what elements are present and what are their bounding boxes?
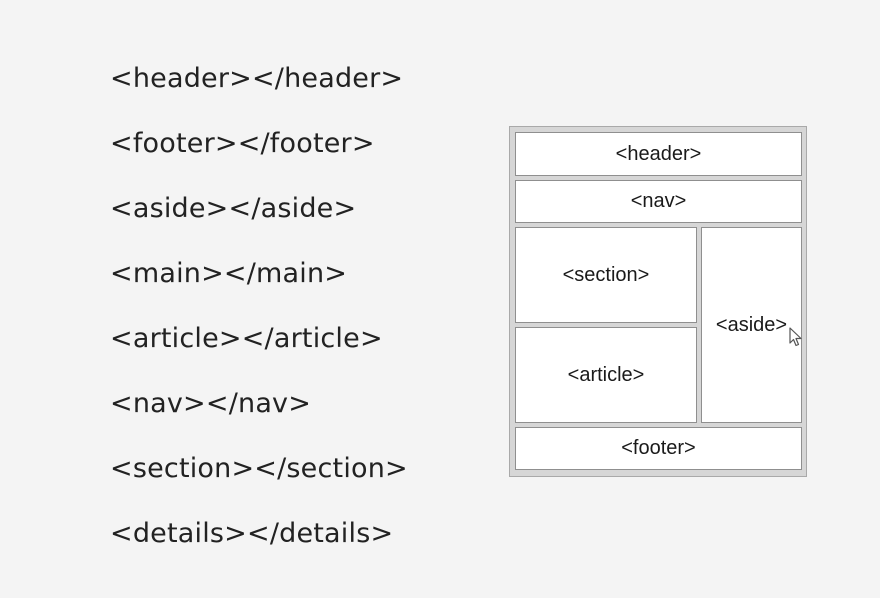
layout-box-nav: <nav> (515, 180, 802, 223)
mouse-pointer-icon (789, 327, 802, 347)
tag-line-footer: <footer></footer> (110, 128, 375, 159)
tag-line-article: <article></article> (110, 323, 383, 354)
semantic-tag-list: <header></header> <footer></footer> <asi… (110, 55, 408, 575)
tag-line-section: <section></section> (110, 453, 408, 484)
layout-box-footer: <footer> (515, 427, 802, 470)
page-layout-diagram: <header> <nav> <section> <article> <asid… (509, 126, 807, 477)
tag-line-main: <main></main> (110, 258, 348, 289)
layout-box-header: <header> (515, 132, 802, 176)
layout-box-article: <article> (515, 327, 697, 423)
tag-line-aside: <aside></aside> (110, 193, 357, 224)
layout-box-aside: <aside> (701, 227, 802, 423)
tag-line-details: <details></details> (110, 518, 394, 549)
layout-box-section: <section> (515, 227, 697, 323)
tag-line-header: <header></header> (110, 63, 404, 94)
tag-line-nav: <nav></nav> (110, 388, 312, 419)
